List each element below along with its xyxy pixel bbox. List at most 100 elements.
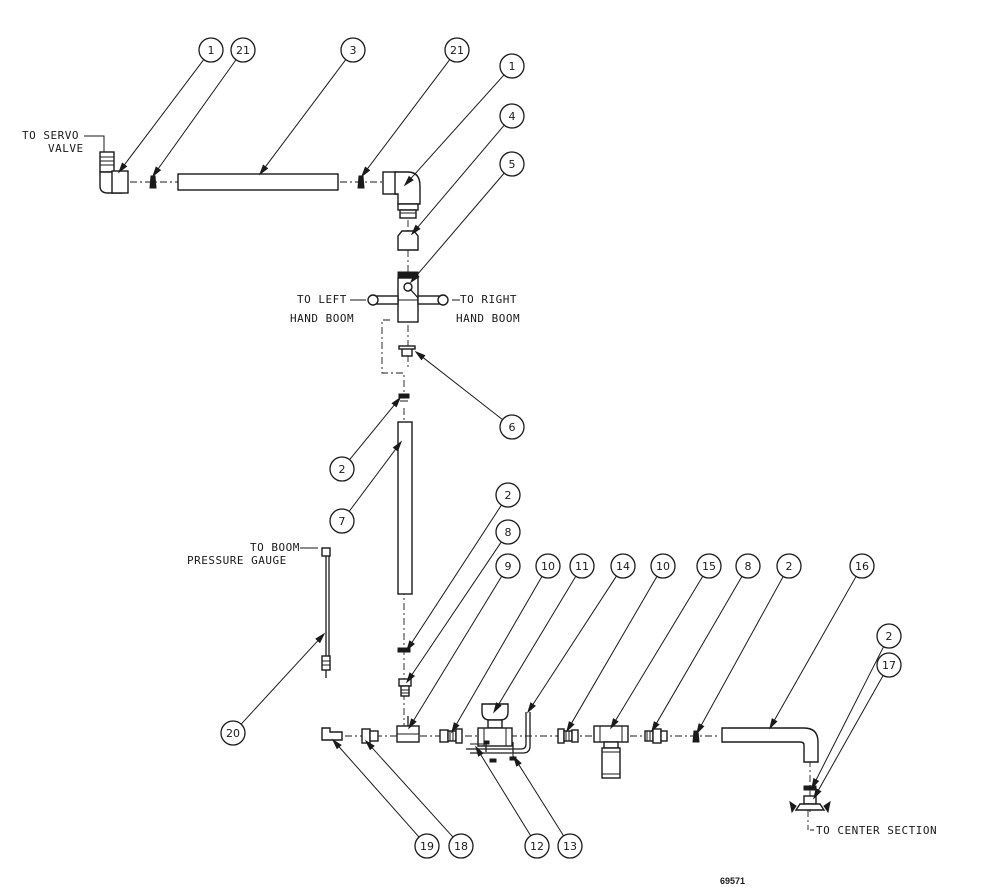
callout-arrowhead-18 <box>364 739 375 751</box>
callout-leader-11 <box>496 576 577 708</box>
callout-bubble-2 <box>776 553 802 579</box>
callout-leader-15 <box>613 576 704 724</box>
bolt-12 <box>470 740 497 763</box>
strainer-15 <box>593 725 629 779</box>
callout-arrowhead-15 <box>610 718 619 730</box>
callout-number-5: 5 <box>509 158 516 171</box>
callout-leader-6 <box>420 355 503 421</box>
callout-bubble-21 <box>444 37 470 63</box>
callout-leader-2 <box>699 576 784 728</box>
callout-bubble-2 <box>329 456 355 482</box>
callout-arrowhead-8 <box>651 721 660 733</box>
callout-leader-2 <box>814 646 885 783</box>
callout-bubble-16 <box>849 553 875 579</box>
left-boom-label-line2: HAND BOOM <box>290 312 354 325</box>
callout-bubble-3 <box>340 37 366 63</box>
callout-leader-12 <box>478 751 532 837</box>
callout-bubble-21 <box>230 37 256 63</box>
callout-leader-17 <box>816 675 884 794</box>
plug-6 <box>398 345 416 357</box>
callout-arrowhead-4 <box>410 224 421 236</box>
callout-bubble-4 <box>499 103 525 129</box>
callout-bubble-9 <box>495 553 521 579</box>
valve-11 <box>477 703 513 747</box>
callout-leader-10 <box>454 576 543 728</box>
fitting-18 <box>361 728 379 744</box>
elbow-19 <box>321 727 343 741</box>
o-ring-2-end <box>803 785 817 791</box>
callout-arrowhead-5 <box>409 272 420 284</box>
callout-number-10: 10 <box>541 560 555 573</box>
callout-bubble-2 <box>876 623 902 649</box>
servo-label-line2: VALVE <box>48 142 84 155</box>
callout-leader-16 <box>772 576 857 724</box>
callout-leaders <box>117 59 885 838</box>
figure-number: 69571 <box>720 876 745 886</box>
callout-leader-10 <box>569 576 658 727</box>
callout-bubble-14 <box>610 553 636 579</box>
callout-bubble-17 <box>876 652 902 678</box>
connector-8-horizontal <box>644 728 668 744</box>
tube-3 <box>177 173 339 191</box>
callout-bubble-20 <box>220 720 246 746</box>
callout-bubble-6 <box>499 414 525 440</box>
callout-bubble-18 <box>448 833 474 859</box>
callout-leader-8 <box>654 576 743 727</box>
left-boom-label-line1: TO LEFT <box>297 293 347 306</box>
o-ring-2-horizontal <box>692 730 700 743</box>
gauge-label-line2: PRESSURE GAUGE <box>187 554 287 567</box>
right-boom-label-line1: TO RIGHT <box>460 293 517 306</box>
callout-number-19: 19 <box>420 840 434 853</box>
right-boom-label-line2: HAND BOOM <box>456 312 520 325</box>
callout-leader-2 <box>409 504 502 646</box>
callout-leader-13 <box>516 761 565 837</box>
callout-arrowhead-2 <box>391 396 402 408</box>
callout-arrowhead-1 <box>117 162 128 174</box>
coupler-17 <box>789 795 831 814</box>
o-ring-21-right <box>357 175 365 189</box>
callout-bubble-8 <box>495 519 521 545</box>
callout-leader-8 <box>409 541 502 678</box>
callout-bubble-1 <box>198 37 224 63</box>
callout-arrowhead-12 <box>475 745 484 757</box>
callout-number-11: 11 <box>575 560 589 573</box>
callout-bubble-13 <box>557 833 583 859</box>
callout-arrowhead-7 <box>392 440 403 452</box>
callout-number-21: 21 <box>450 44 464 57</box>
callout-leader-2 <box>349 402 397 461</box>
callout-number-6: 6 <box>509 421 516 434</box>
elbow-fitting-1-right <box>382 171 421 219</box>
o-ring-2-upper <box>398 393 410 402</box>
callout-arrowhead-6 <box>414 350 426 361</box>
callout-leader-19 <box>336 744 420 838</box>
callout-bubble-10 <box>535 553 561 579</box>
callout-number-8: 8 <box>505 526 512 539</box>
bracket-14 <box>466 712 531 754</box>
nipple-10-right <box>557 728 579 744</box>
callout-number-15: 15 <box>702 560 716 573</box>
callout-bubble-19 <box>414 833 440 859</box>
label-leaders <box>84 135 814 831</box>
callout-bubble-2 <box>495 482 521 508</box>
adapter-4 <box>397 230 419 251</box>
callout-bubble-8 <box>735 553 761 579</box>
o-ring-21-left <box>149 175 157 189</box>
tube-16 <box>721 727 819 763</box>
callout-arrowhead-2 <box>696 723 705 735</box>
servo-label-line1: TO SERVO <box>22 129 79 142</box>
callout-leader-7 <box>348 446 398 512</box>
callout-arrowhead-13 <box>513 755 522 767</box>
callout-arrowhead-21 <box>360 166 371 178</box>
callout-number-20: 20 <box>226 727 240 740</box>
callout-arrowhead-14 <box>527 702 536 714</box>
callout-bubble-7 <box>329 508 355 534</box>
callout-number-12: 12 <box>530 840 544 853</box>
servo-elbow-fitting <box>99 151 129 194</box>
callout-leader-18 <box>369 745 454 838</box>
callout-number-13: 13 <box>563 840 577 853</box>
callout-arrowhead-1 <box>403 175 414 187</box>
callout-leader-21 <box>156 59 237 172</box>
callout-leader-4 <box>415 124 505 230</box>
callout-leader-3 <box>263 59 347 170</box>
callout-leader-9 <box>411 575 503 724</box>
